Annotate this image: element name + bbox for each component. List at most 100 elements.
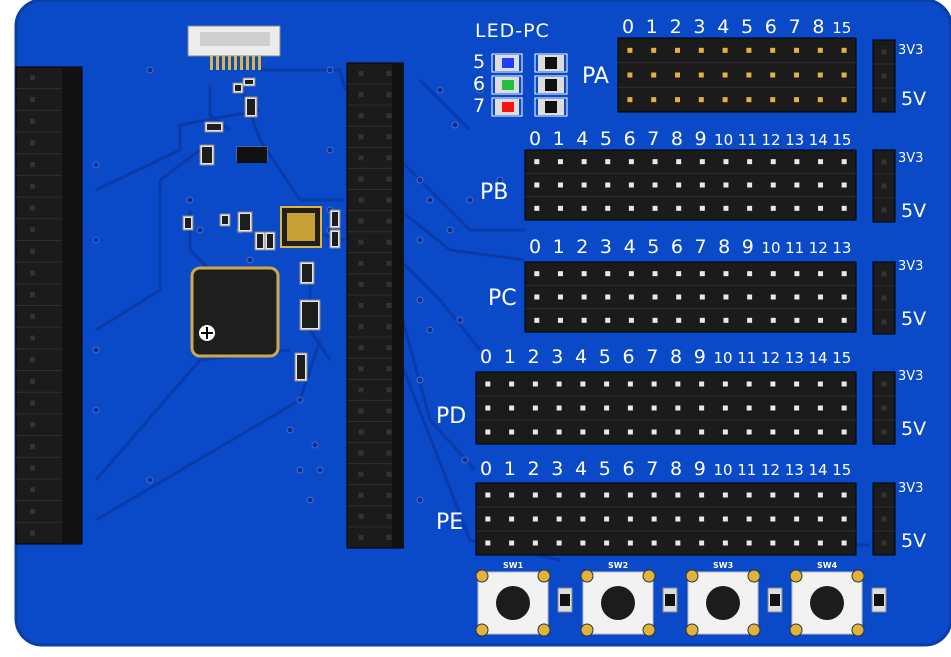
fpc-pin bbox=[222, 56, 225, 70]
pin-number-label: 4 bbox=[575, 458, 588, 480]
header-pin bbox=[556, 381, 562, 387]
via bbox=[416, 496, 424, 504]
header-pin bbox=[770, 429, 776, 435]
header-pin bbox=[386, 429, 392, 435]
smd-part-body bbox=[185, 218, 191, 228]
header-pin bbox=[30, 248, 35, 254]
header-pin bbox=[770, 381, 776, 387]
switch-resistor-body bbox=[560, 594, 570, 606]
header-pin bbox=[770, 205, 776, 211]
pin-number-label: 1 bbox=[552, 128, 565, 150]
led-group bbox=[491, 53, 568, 117]
header-pin bbox=[881, 295, 887, 301]
header-pin bbox=[358, 113, 364, 119]
via bbox=[416, 376, 424, 384]
header-pin bbox=[652, 182, 658, 188]
pin-number-label: 0 bbox=[529, 128, 542, 150]
switch-leg bbox=[851, 569, 865, 583]
trace bbox=[418, 78, 472, 132]
header-pin bbox=[532, 492, 538, 498]
header-pin bbox=[30, 118, 35, 124]
header-pin bbox=[794, 47, 799, 53]
via bbox=[326, 146, 334, 154]
header-pin bbox=[723, 182, 729, 188]
header-pin bbox=[30, 508, 35, 514]
header-pin bbox=[604, 381, 610, 387]
header-pin bbox=[580, 405, 586, 411]
switch-button bbox=[496, 586, 530, 620]
header-pin bbox=[30, 270, 35, 276]
trace bbox=[260, 68, 347, 91]
transistor bbox=[237, 147, 267, 163]
header-pin bbox=[818, 294, 824, 300]
pin-number-label: 5 bbox=[599, 128, 613, 150]
header-pin bbox=[532, 516, 538, 522]
header-pin bbox=[509, 429, 515, 435]
header-pin bbox=[30, 97, 35, 103]
pin-number-label: 10 bbox=[713, 349, 733, 367]
header-pin bbox=[485, 405, 491, 411]
header-pin bbox=[509, 516, 515, 522]
pin-number-label: 15 bbox=[832, 349, 852, 367]
header-pin bbox=[605, 182, 611, 188]
via bbox=[92, 346, 100, 354]
header-pin bbox=[881, 381, 887, 387]
header-pin bbox=[358, 492, 364, 498]
header-pin bbox=[722, 429, 728, 435]
header-pin bbox=[699, 381, 705, 387]
header-pin bbox=[746, 516, 752, 522]
header-pin bbox=[627, 97, 633, 103]
trace bbox=[398, 258, 482, 351]
header-pin bbox=[651, 47, 657, 53]
header-pin bbox=[30, 227, 35, 233]
header-pin bbox=[651, 381, 657, 387]
header-pin bbox=[770, 47, 776, 53]
via bbox=[146, 476, 154, 484]
switch-leg bbox=[537, 623, 551, 637]
power-5v-label: 5V bbox=[901, 530, 927, 552]
led-body bbox=[502, 102, 514, 112]
trace bbox=[95, 108, 261, 192]
pin-number-label: 13 bbox=[832, 239, 852, 257]
header-pin bbox=[30, 357, 35, 363]
header-pin bbox=[723, 317, 729, 323]
pin-number-label: 9 bbox=[693, 346, 706, 368]
header-pin bbox=[556, 540, 562, 546]
header-pin bbox=[818, 205, 824, 211]
middle-header-shade bbox=[392, 63, 404, 548]
header-pin bbox=[605, 159, 611, 165]
header-pin bbox=[746, 429, 752, 435]
header-pin bbox=[747, 317, 753, 323]
port-label: PB bbox=[480, 180, 509, 205]
header-pin bbox=[881, 271, 887, 277]
header-pin bbox=[841, 294, 847, 300]
via bbox=[461, 456, 469, 464]
header-pin bbox=[358, 71, 364, 77]
header-pin bbox=[746, 72, 752, 78]
header-pin bbox=[485, 492, 491, 498]
fpc-pin bbox=[252, 56, 255, 70]
pc-header-body bbox=[524, 261, 857, 333]
header-pin bbox=[628, 159, 634, 165]
header-pin bbox=[605, 271, 611, 277]
header-pin bbox=[675, 47, 680, 53]
resistor-body bbox=[545, 79, 557, 91]
header-pin bbox=[485, 381, 491, 387]
header-pin bbox=[30, 162, 35, 168]
header-pin bbox=[358, 197, 364, 203]
header-pin bbox=[675, 381, 681, 387]
header-pin bbox=[386, 281, 392, 287]
via bbox=[186, 196, 194, 204]
header-pin bbox=[358, 387, 364, 393]
header-pin bbox=[675, 540, 681, 546]
via bbox=[196, 226, 204, 234]
power-3v3-label: 3V3 bbox=[898, 43, 924, 58]
header-pin bbox=[722, 405, 728, 411]
switch-leg bbox=[642, 569, 656, 583]
header-pin bbox=[532, 405, 538, 411]
header-pin bbox=[746, 47, 752, 53]
pin-number-label: 3 bbox=[551, 458, 564, 480]
header-pin bbox=[556, 492, 562, 498]
header-pin bbox=[676, 271, 682, 277]
